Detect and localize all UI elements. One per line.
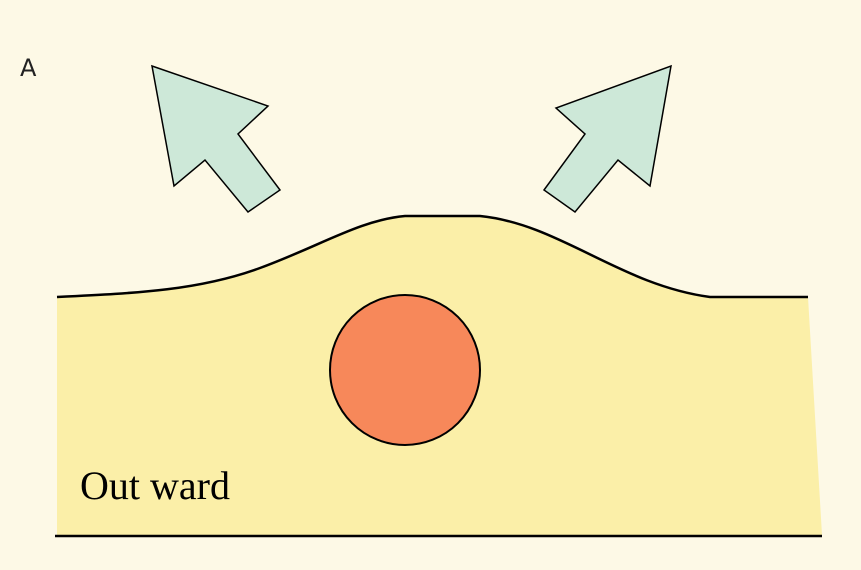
arrow-up-left-icon [152, 66, 280, 212]
arrow-up-right-icon [544, 66, 671, 212]
orange-circle [330, 295, 480, 445]
panel-letter: A [20, 56, 36, 80]
region-label: Out ward [80, 466, 230, 506]
